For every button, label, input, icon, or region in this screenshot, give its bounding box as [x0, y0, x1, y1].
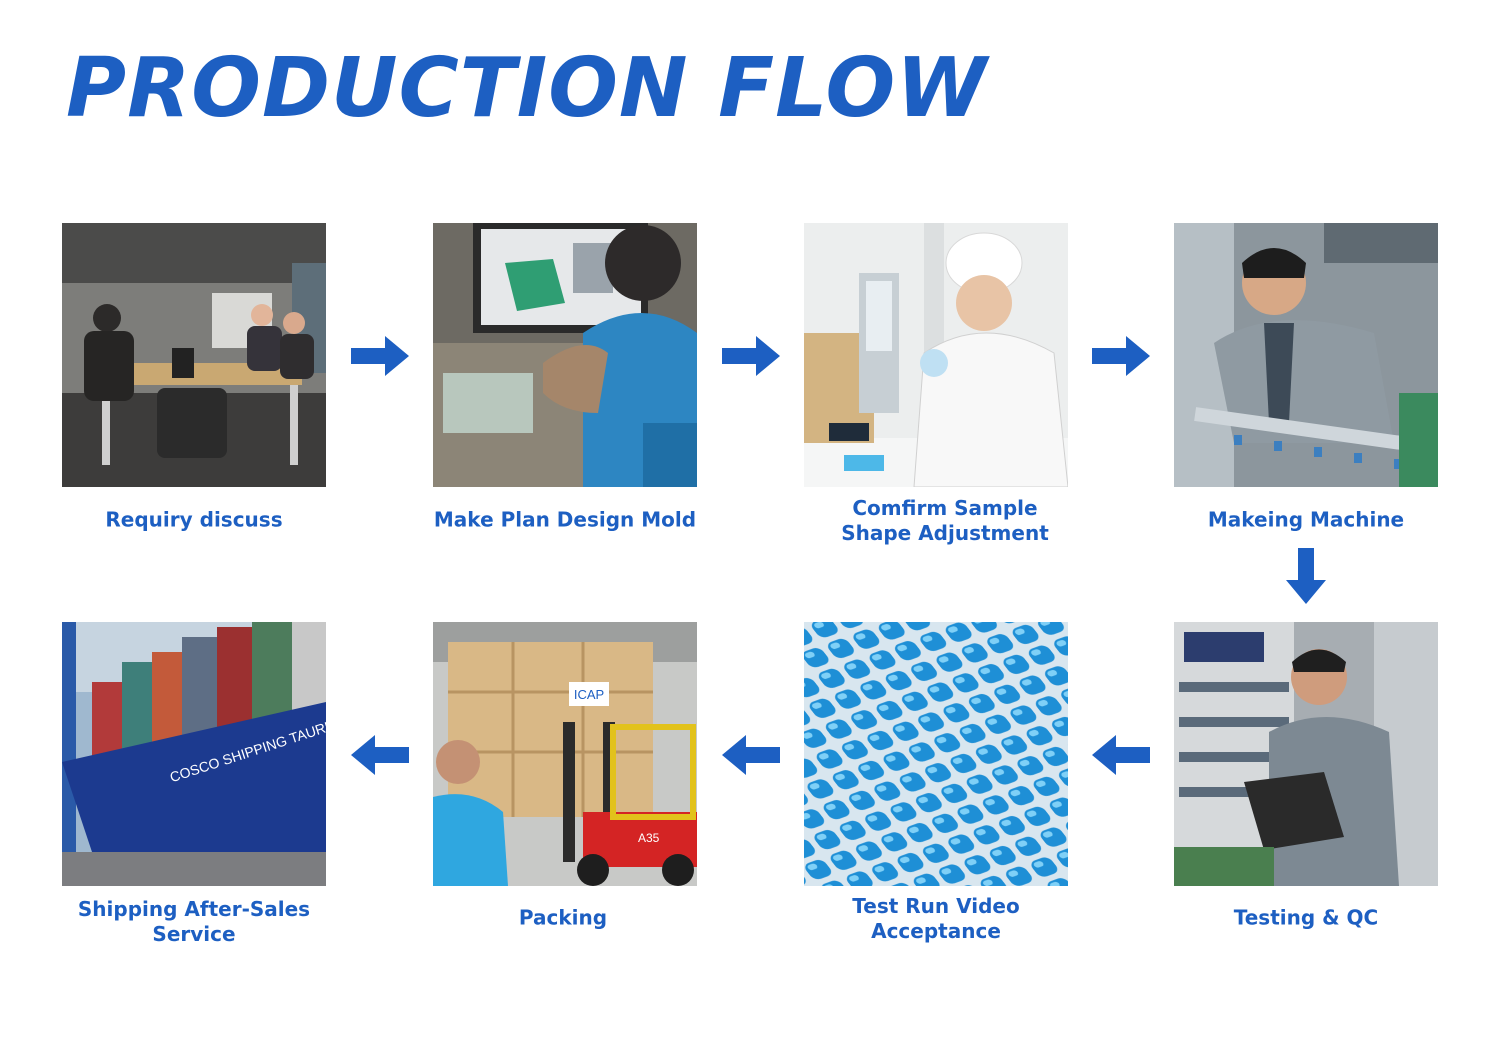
step-label-shipping: Shipping After-Sales Service — [77, 897, 311, 946]
photo-requiry-discuss — [62, 223, 326, 487]
photo-shipping: COSCO SHIPPING TAURUS — [62, 622, 326, 886]
step-label-packing: Packing — [518, 905, 608, 930]
arrow-left-icon — [351, 735, 409, 775]
step-label-making-machine: Makeing Machine — [1207, 507, 1405, 532]
photo-packing: ICAP A35 — [433, 622, 697, 886]
step-label-testing-qc: Testing & QC — [1233, 905, 1379, 930]
step-label-test-run-video: Test Run Video Acceptance — [852, 894, 1020, 943]
photo-test-run — [804, 622, 1068, 886]
photo-making-machine — [1174, 223, 1438, 487]
photo-testing-qc — [1174, 622, 1438, 886]
arrow-down-icon — [1286, 548, 1326, 604]
photo-make-plan-design-mold — [433, 223, 697, 487]
arrow-left-icon — [1092, 735, 1150, 775]
arrow-right-icon — [1092, 336, 1150, 376]
arrow-right-icon — [722, 336, 780, 376]
crate-mark: ICAP — [574, 687, 604, 702]
forklift-mark: A35 — [638, 831, 660, 845]
arrow-left-icon — [722, 735, 780, 775]
photo-confirm-sample — [804, 223, 1068, 487]
step-label-requiry-discuss: Requiry discuss — [105, 507, 283, 532]
step-label-confirm-sample: Comfirm Sample Shape Adjustment — [841, 496, 1049, 545]
page-title: PRODUCTION FLOW — [66, 41, 988, 136]
arrow-right-icon — [351, 336, 409, 376]
step-label-make-plan-design-mold: Make Plan Design Mold — [433, 507, 697, 532]
